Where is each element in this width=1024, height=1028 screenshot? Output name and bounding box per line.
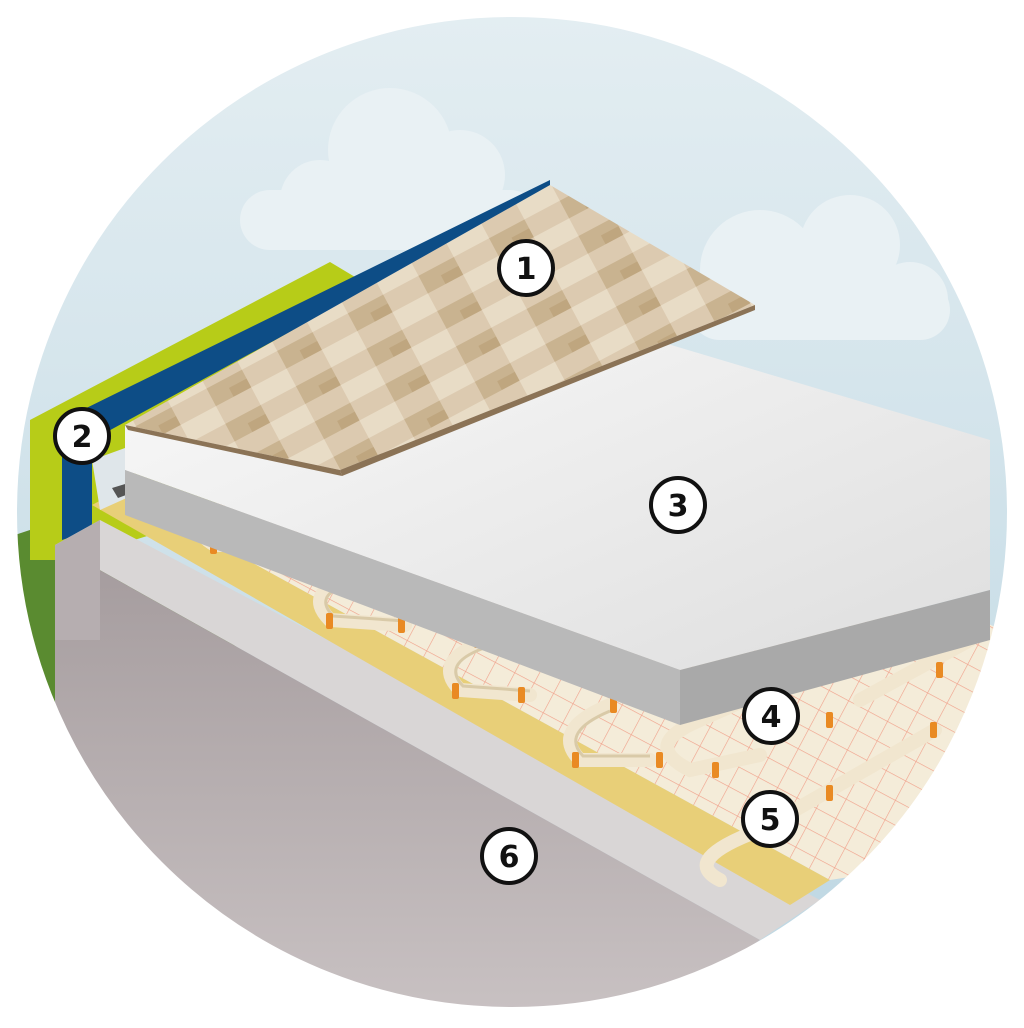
marker-label: 3 [668,489,689,524]
marker-6: 6 [480,827,538,885]
marker-label: 6 [499,840,520,875]
marker-label: 2 [72,420,93,455]
cloud-right [690,195,950,340]
marker-2: 2 [53,407,111,465]
marker-label: 5 [760,803,781,838]
concrete-base-side [55,545,760,1008]
marker-label: 1 [516,252,537,287]
marker-3: 3 [649,476,707,534]
wood-parquet-floor [125,185,755,470]
marker-circle [480,827,538,885]
marker-circle [497,239,555,297]
marker-circle [53,407,111,465]
cloud-left [240,88,540,250]
layer-markers: 1 2 3 4 5 6 [53,239,800,885]
marker-1: 1 [497,239,555,297]
marker-5: 5 [741,790,799,848]
marker-circle [742,687,800,745]
marker-circle [649,476,707,534]
marker-circle [741,790,799,848]
insulation-layer [92,490,830,905]
marker-label: 4 [761,700,782,735]
marker-4: 4 [742,687,800,745]
concrete-base-top [55,520,820,940]
